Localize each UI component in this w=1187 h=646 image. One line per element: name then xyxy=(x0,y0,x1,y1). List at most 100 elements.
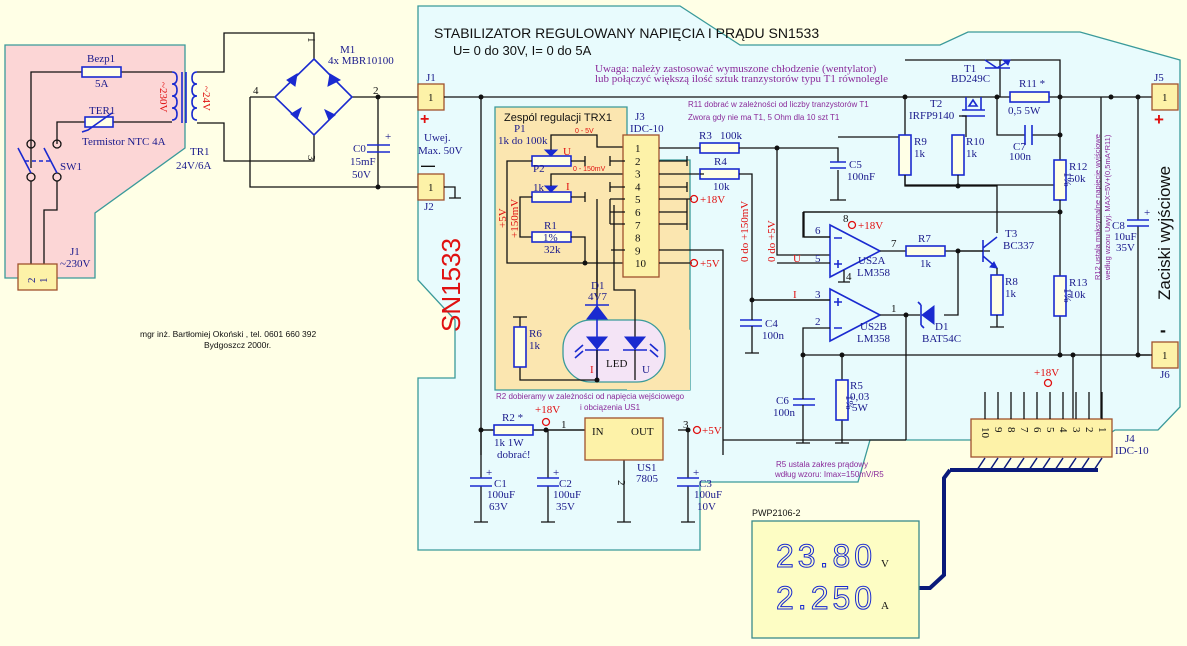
c0-voltage: 50V xyxy=(352,169,371,181)
svg-text:+: + xyxy=(385,131,391,143)
connector-j4-idc10 xyxy=(970,418,1113,458)
note-r5-1: R5 ustala zakres prądowy xyxy=(776,460,868,469)
input-minus: — xyxy=(421,157,435,173)
c4-value: 100n xyxy=(762,330,785,342)
vertical-model-label: SN1533 xyxy=(436,238,466,332)
r1-label: R1 xyxy=(544,220,557,232)
c3-value: 100uF xyxy=(694,489,722,501)
t1-value: BD249C xyxy=(951,73,990,85)
j3-pin-2: 2 xyxy=(635,156,641,168)
us2a-type: LM358 xyxy=(857,267,891,279)
svg-text:+: + xyxy=(693,467,699,479)
transformer-label: TR1 xyxy=(190,146,210,158)
note-r11-1: R11 dobrać w zależności od liczby tranzy… xyxy=(688,100,869,109)
resistor-r6 xyxy=(513,326,527,368)
capacitor-c8 xyxy=(1127,219,1149,227)
r11-label: R11 * xyxy=(1019,78,1045,90)
resistor-r2 xyxy=(493,424,534,436)
bridge-pin-2: 2 xyxy=(373,85,379,97)
capacitor-c4 xyxy=(740,319,762,327)
c7-label: C7 xyxy=(1013,141,1026,153)
j5-sign: + xyxy=(1154,110,1164,129)
svg-text:+: + xyxy=(486,467,492,479)
j4-pin-1: 1 xyxy=(1096,427,1108,433)
r12-value: 50k xyxy=(1069,173,1086,185)
r9-label: R9 xyxy=(914,136,927,148)
mains-region xyxy=(4,44,186,279)
us1-in: IN xyxy=(592,426,604,438)
j4-pin-2: 2 xyxy=(1083,427,1095,433)
j3-type: IDC-10 xyxy=(630,123,664,135)
p1-tag: U xyxy=(563,146,571,158)
primary-voltage: ~230V xyxy=(157,82,169,112)
thermistor-label: TER1 xyxy=(89,105,115,117)
r1-value: 32k xyxy=(544,244,561,256)
d1-label: D1 xyxy=(591,280,604,292)
resistor-r8 xyxy=(990,274,1004,316)
j1-label: J1 xyxy=(426,72,436,84)
led-u-label: U xyxy=(642,364,650,376)
resistor-r5 xyxy=(835,379,849,421)
j5-pin: 1 xyxy=(1162,92,1168,104)
c0-label: C0 xyxy=(353,143,366,155)
note-r2-1: R2 dobieramy w zależności od napięcia we… xyxy=(496,392,685,401)
us1-out: OUT xyxy=(631,426,654,438)
meter-current: 2.250 xyxy=(776,580,876,616)
input-max: Max. 50V xyxy=(418,145,463,157)
c1-label: C1 xyxy=(494,478,507,490)
us2b-pin3: 3 xyxy=(815,289,821,301)
us2a-18v: +18V xyxy=(858,220,883,232)
author-line: mgr inż. Bartłomiej Okoński , tel. 0601 … xyxy=(140,329,316,339)
j4-pin-5: 5 xyxy=(1044,427,1056,433)
j6-sign: - xyxy=(1160,320,1166,340)
c6-label: C6 xyxy=(776,395,789,407)
mains-conn-value: ~230V xyxy=(60,258,90,270)
ribbon-cable xyxy=(918,468,1098,590)
j3-pin-1: 1 xyxy=(635,143,641,155)
r5-value: 0,03 xyxy=(850,391,870,403)
r13-value: 10k xyxy=(1069,289,1086,301)
transistor-t1 xyxy=(984,59,1011,69)
r13-tol: 1% xyxy=(1061,288,1073,303)
switch-sw1 xyxy=(17,139,62,265)
r6-label: R6 xyxy=(529,328,542,340)
capacitor-c2 xyxy=(537,477,559,487)
transformer-value: 24V/6A xyxy=(176,160,212,172)
opamp-us2a xyxy=(829,223,882,279)
c8-label: C8 xyxy=(1112,220,1125,232)
capacitor-c3 xyxy=(677,477,699,487)
fuse-label: Bezp1 xyxy=(87,53,115,65)
note-cooling-1: Uwaga: należy zastosować wymuszone chłod… xyxy=(595,63,877,75)
d1-value: 4V7 xyxy=(588,291,607,303)
opamp-us2b xyxy=(829,287,882,343)
r13-label: R13 xyxy=(1069,277,1088,289)
page-subtitle: U= 0 do 30V, I= 0 do 5A xyxy=(453,43,592,58)
c5-label: C5 xyxy=(849,159,862,171)
j3-pin-9: 9 xyxy=(635,245,641,257)
j3-pin-10: 10 xyxy=(635,258,647,270)
r2-label: R2 * xyxy=(502,412,523,424)
page-title: STABILIZATOR REGULOWANY NAPIĘCIA I PRĄDU… xyxy=(434,25,819,41)
c3-label: C3 xyxy=(699,478,712,490)
c6-value: 100n xyxy=(773,407,796,419)
mains-pin-1: 1 xyxy=(38,278,50,284)
bridge-pin-1: 1 xyxy=(305,37,317,43)
r11-value: 0,5 5W xyxy=(1008,105,1041,117)
j4-pin-9: 9 xyxy=(992,427,1004,433)
r2-note: dobrać! xyxy=(497,449,531,461)
j3-pin-8: 8 xyxy=(635,233,641,245)
j4-pin-10: 10 xyxy=(979,427,991,439)
capacitor-c1 xyxy=(470,477,492,487)
meter-current-unit: A xyxy=(881,600,889,612)
led-i-label: I xyxy=(590,364,594,376)
r8-label: R8 xyxy=(1005,276,1018,288)
trx-150mv: +150mV xyxy=(509,199,521,238)
resistor-r11 xyxy=(1009,91,1050,103)
resistor-r10 xyxy=(951,134,965,176)
svg-text:+: + xyxy=(553,467,559,479)
diode-d1-bat54c xyxy=(917,301,935,329)
j4-pin-3: 3 xyxy=(1070,427,1082,433)
c2-value: 100uF xyxy=(553,489,581,501)
c5-value: 100nF xyxy=(847,171,875,183)
